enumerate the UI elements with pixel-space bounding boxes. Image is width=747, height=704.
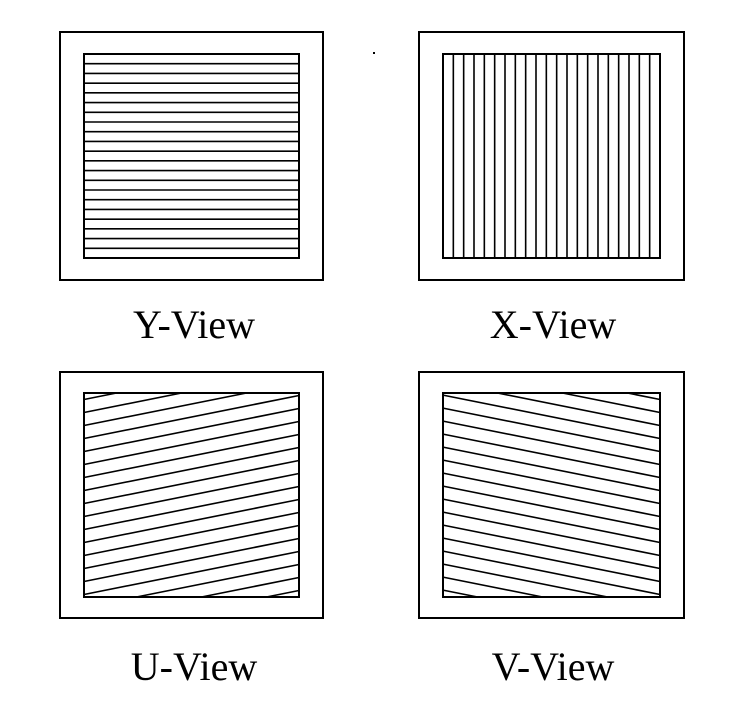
u-view-strip-line bbox=[83, 459, 300, 505]
u-view-strip-line bbox=[83, 511, 300, 557]
v-view-strip-line bbox=[442, 446, 661, 492]
u-view-strip-line bbox=[83, 392, 182, 414]
v-view-strip-line bbox=[442, 550, 661, 596]
v-view-strip-line bbox=[442, 394, 661, 440]
u-view-strip-line bbox=[83, 433, 300, 479]
u-view-strip-line bbox=[83, 392, 117, 401]
u-view-strip-line bbox=[83, 485, 300, 531]
y-view-strips bbox=[84, 62, 299, 250]
v-view-strip-line bbox=[562, 392, 661, 414]
u-view-strip-line bbox=[83, 420, 300, 466]
u-view-outer-frame bbox=[59, 371, 324, 619]
v-view-strip-line bbox=[442, 407, 661, 453]
u-view-strip-line bbox=[83, 537, 300, 583]
y-view-panel bbox=[59, 31, 324, 281]
v-view-strip-line bbox=[442, 524, 661, 570]
u-view-strip-line bbox=[266, 589, 300, 598]
v-view-strips bbox=[442, 392, 661, 598]
u-view-strip-line bbox=[136, 563, 300, 598]
u-view-inner-frame bbox=[83, 392, 300, 598]
u-view-strip-line bbox=[83, 498, 300, 544]
u-view-strip-line bbox=[83, 550, 300, 596]
u-view-strip-line bbox=[83, 392, 247, 427]
v-view-strip-line bbox=[497, 392, 661, 427]
v-view-strip-line bbox=[442, 537, 661, 583]
v-view-strip-line bbox=[442, 576, 543, 598]
v-view-strip-line bbox=[442, 511, 661, 557]
u-view-strip-line bbox=[83, 472, 300, 518]
u-view-strips bbox=[83, 392, 300, 598]
v-view-strip-line bbox=[442, 563, 608, 598]
u-view-panel bbox=[59, 371, 324, 619]
u-view-label: U-View bbox=[130, 644, 258, 689]
v-view-strip-line bbox=[627, 392, 661, 401]
y-view-inner-frame bbox=[83, 53, 300, 259]
v-view-label: V-View bbox=[491, 644, 615, 689]
v-view-panel bbox=[418, 371, 685, 619]
u-view-strip-line bbox=[83, 394, 300, 440]
v-view-strip-line bbox=[442, 472, 661, 518]
v-view-strip-line bbox=[442, 485, 661, 531]
v-view-outer-frame bbox=[418, 371, 685, 619]
x-view-label: X-View bbox=[489, 302, 617, 347]
u-view-strip-line bbox=[83, 524, 300, 570]
v-view-strip-line bbox=[442, 459, 661, 505]
stray-dot bbox=[373, 52, 375, 54]
u-view-strip-line bbox=[201, 576, 300, 598]
u-view-strip-line bbox=[83, 446, 300, 492]
x-view-strips bbox=[452, 54, 651, 258]
v-view-strip-line bbox=[442, 589, 478, 598]
y-view-outer-frame bbox=[59, 31, 324, 281]
v-view-strip-line bbox=[442, 420, 661, 466]
x-view-outer-frame bbox=[418, 31, 685, 281]
x-view-panel bbox=[418, 31, 685, 281]
v-view-inner-frame bbox=[442, 392, 661, 598]
v-view-strip-line bbox=[442, 433, 661, 479]
u-view-strip-line bbox=[83, 407, 300, 453]
v-view-strip-line bbox=[442, 498, 661, 544]
x-view-inner-frame bbox=[442, 53, 661, 259]
y-view-label: Y-View bbox=[132, 302, 255, 347]
